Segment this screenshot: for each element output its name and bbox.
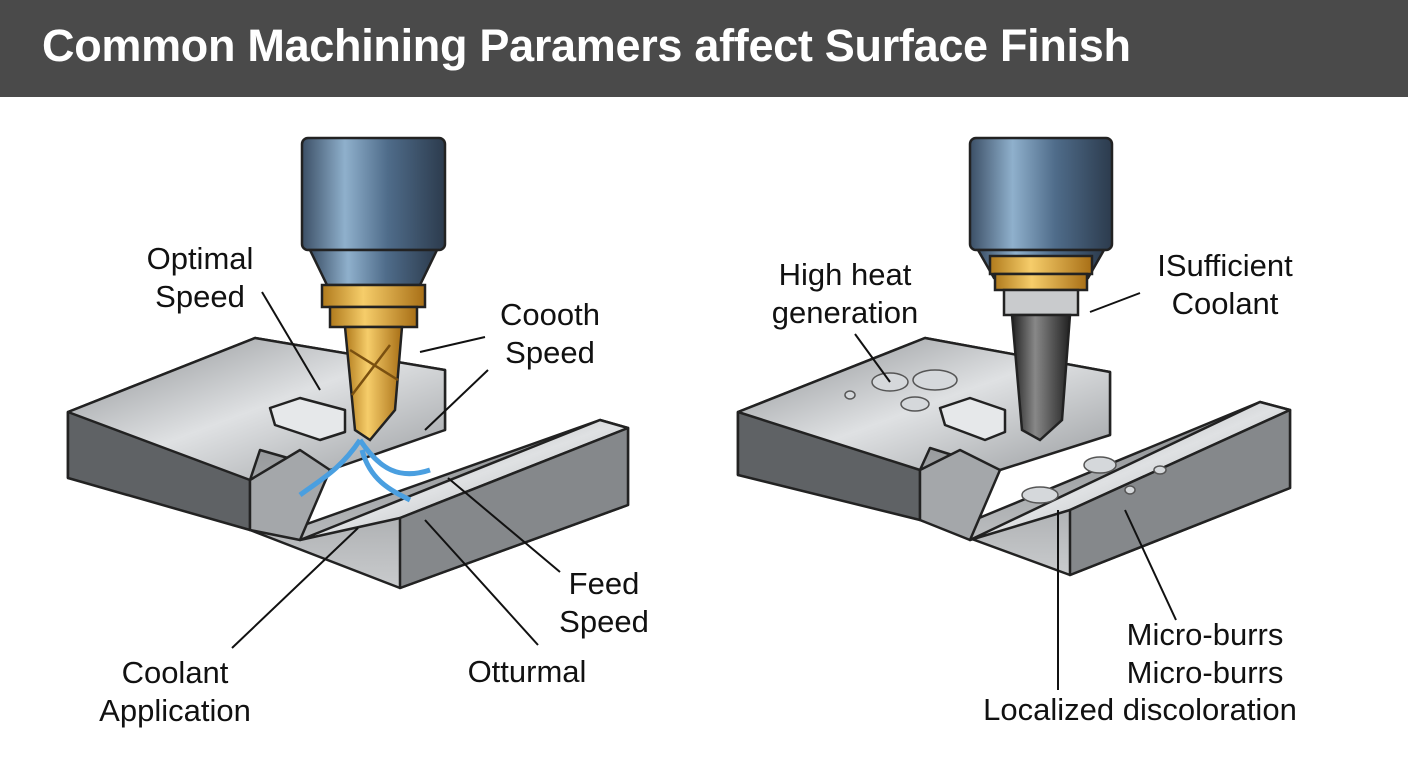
label-insufficient-coolant: ISufficient Coolant: [1135, 247, 1315, 323]
label-line: Feed: [568, 566, 640, 601]
left-workpiece: [66, 336, 630, 590]
left-tool: [300, 136, 447, 442]
label-line: High heat: [778, 257, 912, 292]
label-coolant-application: Coolant Application: [80, 654, 270, 730]
label-optimal-speed: Optimal Speed: [130, 240, 270, 316]
label-feed-speed: Feed Speed: [534, 565, 674, 641]
label-line: Application: [99, 693, 251, 728]
label-line: Micro-burrs: [1126, 617, 1284, 652]
label-line: Speed: [155, 279, 245, 314]
label-localized-discoloration: Localized discoloration: [983, 692, 1297, 727]
label-line: Coolant: [1171, 286, 1279, 321]
label-high-heat: High heat generation: [755, 256, 935, 332]
label-line: Speed: [559, 604, 649, 639]
label-otturmal: Otturmal: [467, 654, 587, 689]
label-line: Coooth: [500, 297, 600, 332]
label-coooth-speed: Coooth Speed: [480, 296, 620, 372]
right-workpiece: [736, 336, 1292, 577]
page-title: Common Machining Paramers affect Surface…: [42, 20, 1131, 71]
label-line: generation: [771, 295, 919, 330]
label-line: Optimal: [146, 241, 254, 276]
title-bar: Common Machining Paramers affect Surface…: [0, 0, 1408, 97]
machining-illustration: [66, 136, 1292, 690]
right-tool: [968, 136, 1114, 442]
label-micro-burrs: Micro-burrs Micro-burrs: [1100, 616, 1310, 692]
coolant-stream: [298, 438, 431, 503]
label-line: Speed: [505, 335, 595, 370]
label-line: ISufficient: [1157, 248, 1293, 283]
label-line: Coolant: [121, 655, 229, 690]
label-line: Micro-burrs: [1126, 655, 1284, 690]
leader-lines: [231, 291, 1177, 690]
